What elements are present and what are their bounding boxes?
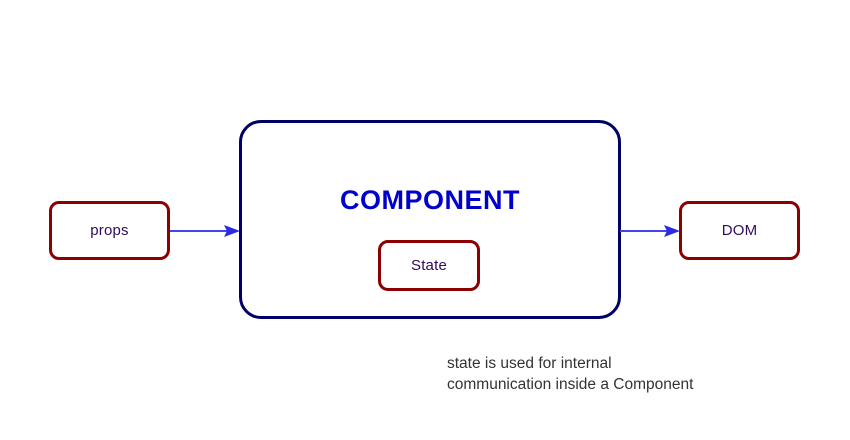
arrow-props-to-component-icon <box>170 225 240 237</box>
node-state[interactable]: State <box>378 240 480 291</box>
node-props-label: props <box>90 222 129 239</box>
arrow-component-to-dom-icon <box>620 225 680 237</box>
node-state-label: State <box>410 257 448 274</box>
node-component[interactable]: COMPONENT <box>239 120 621 319</box>
arrow-component-to-dom <box>620 224 680 238</box>
node-props[interactable]: props <box>49 201 170 260</box>
node-dom[interactable]: DOM <box>679 201 800 260</box>
node-component-title: COMPONENT <box>340 185 520 215</box>
diagram-caption: state is used for internal communication… <box>447 355 694 393</box>
arrow-props-to-component <box>170 224 240 238</box>
node-dom-label: DOM <box>721 222 758 239</box>
